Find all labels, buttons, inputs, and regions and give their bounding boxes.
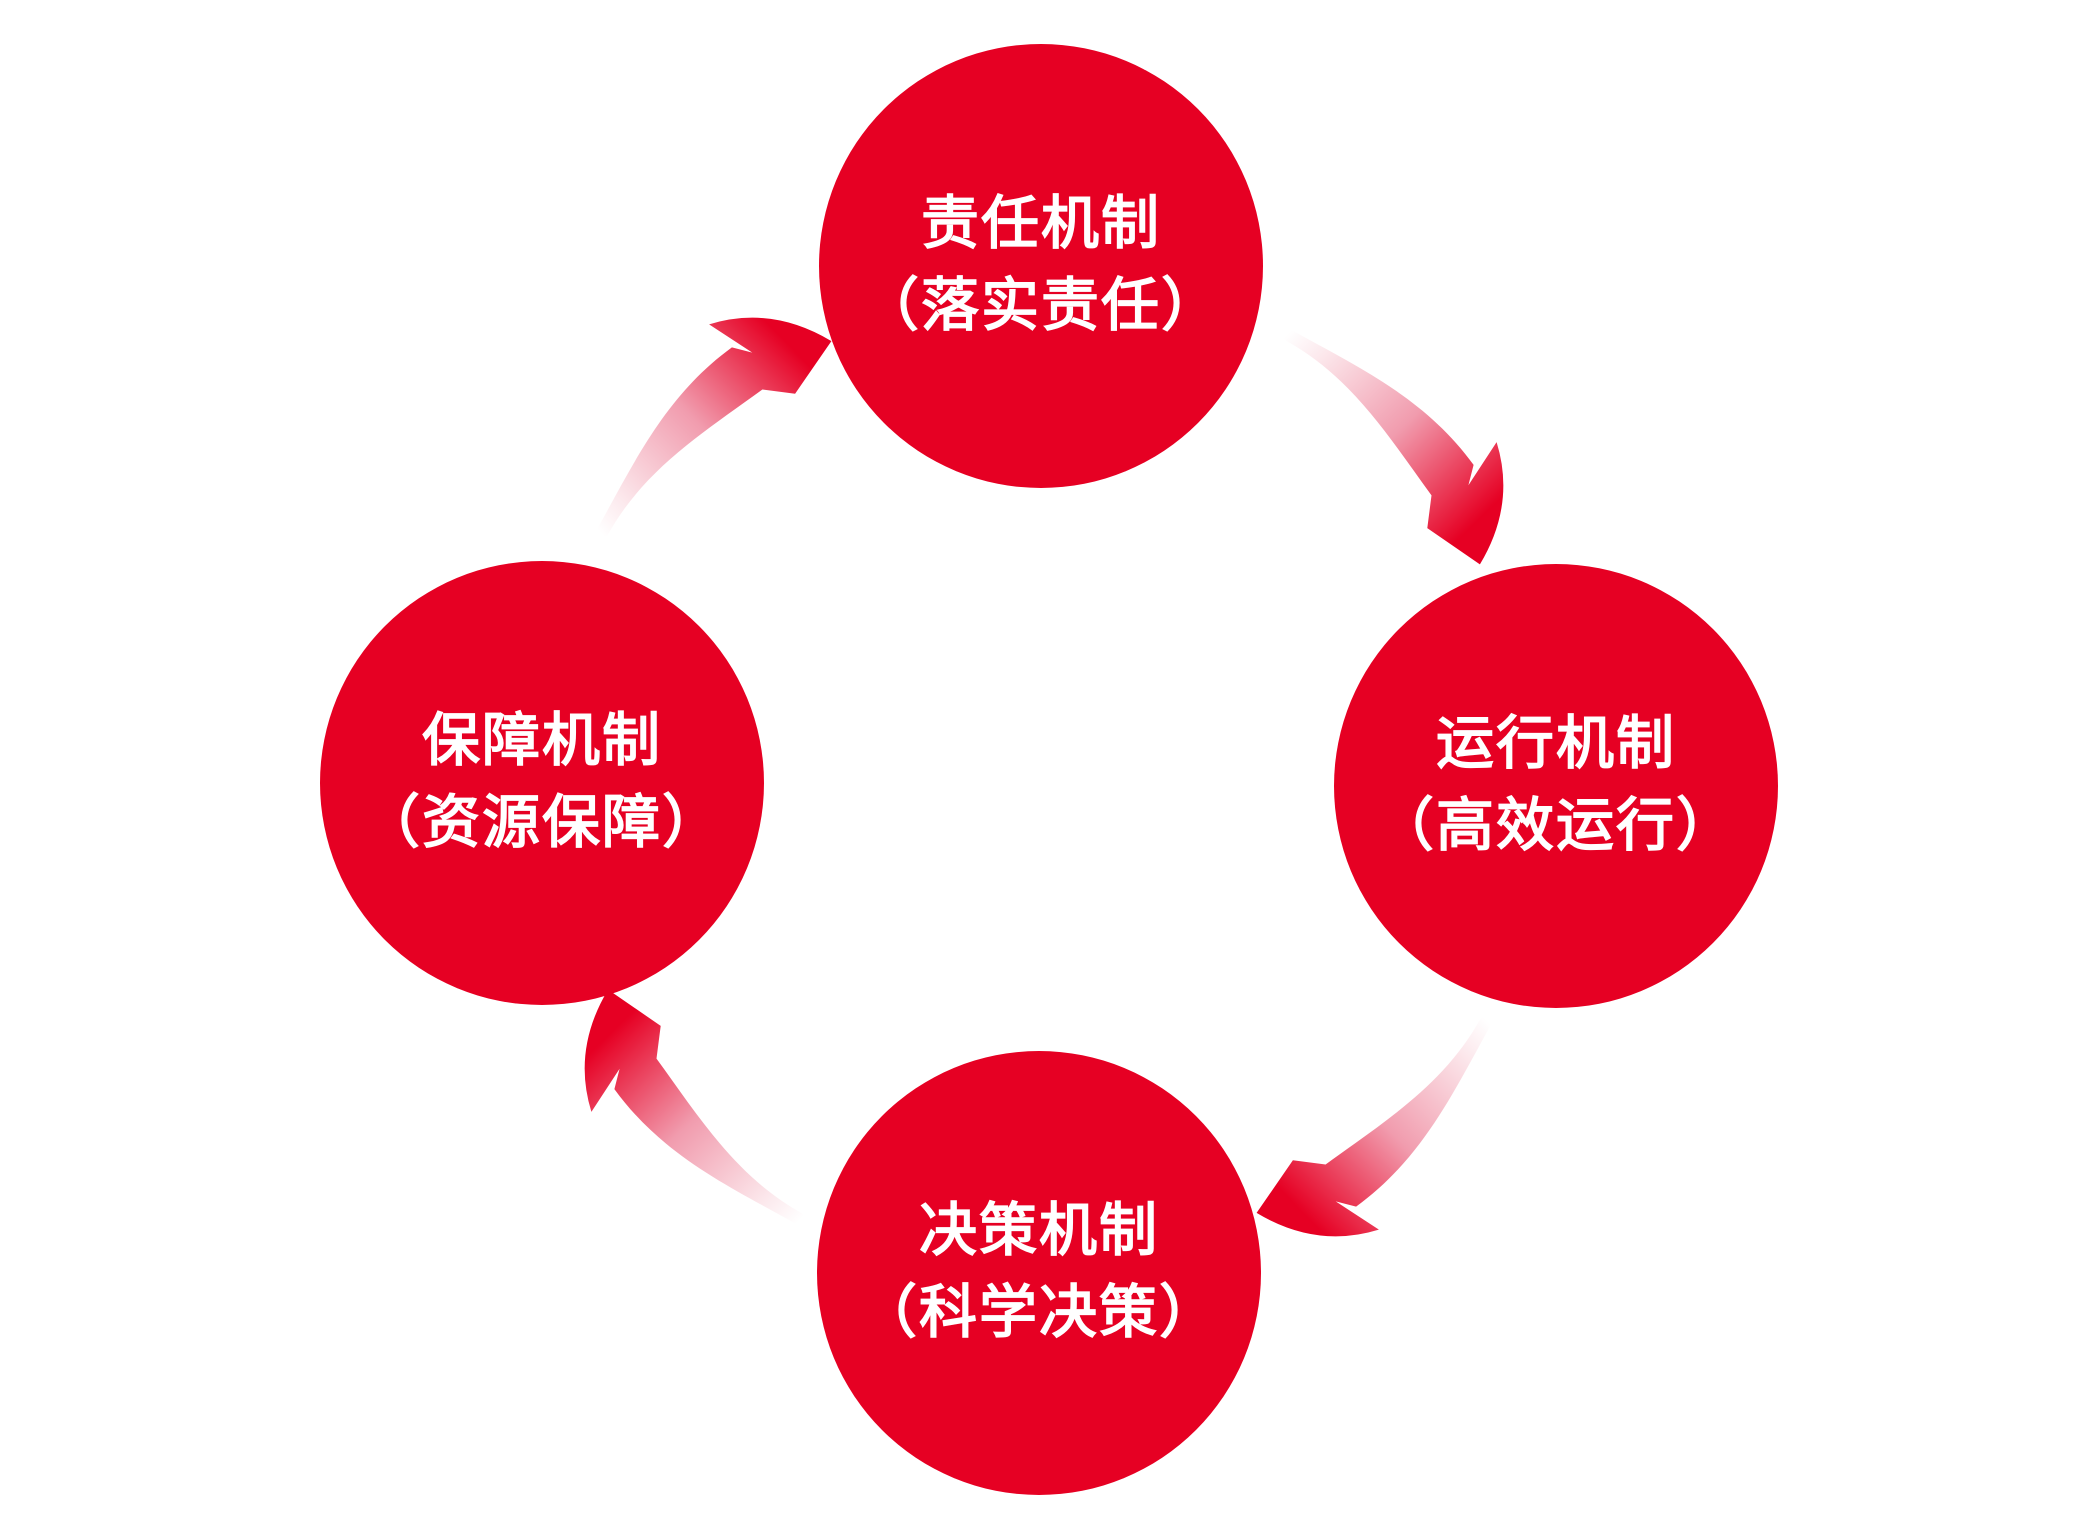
node-circle-decision: [817, 1051, 1261, 1495]
node-label-operation: 运行机制 （高效运行）: [1326, 702, 1786, 866]
node-circle-responsibility: [819, 44, 1263, 488]
node-subtitle: （落实责任）: [860, 271, 1221, 339]
node-subtitle: （资源保障）: [361, 788, 722, 856]
node-subtitle: （科学决策）: [858, 1278, 1219, 1346]
node-label-guarantee: 保障机制 （资源保障）: [312, 699, 772, 863]
node-circle-guarantee: [320, 561, 764, 1005]
node-title: 责任机制: [920, 189, 1161, 257]
node-label-responsibility: 责任机制 （落实责任）: [811, 182, 1271, 346]
arrow-responsibility-to-operation: [1281, 328, 1504, 565]
node-title: 运行机制: [1435, 709, 1676, 777]
node-title: 决策机制: [918, 1196, 1159, 1264]
node-subtitle: （高效运行）: [1375, 791, 1736, 859]
node-label-decision: 决策机制 （科学决策）: [809, 1189, 1269, 1353]
node-title: 保障机制: [421, 706, 662, 774]
node-circle-operation: [1334, 564, 1778, 1008]
arrow-guarantee-to-responsibility: [595, 317, 832, 540]
arrow-decision-to-guarantee: [584, 989, 807, 1226]
arrow-operation-to-decision: [1256, 1014, 1493, 1237]
